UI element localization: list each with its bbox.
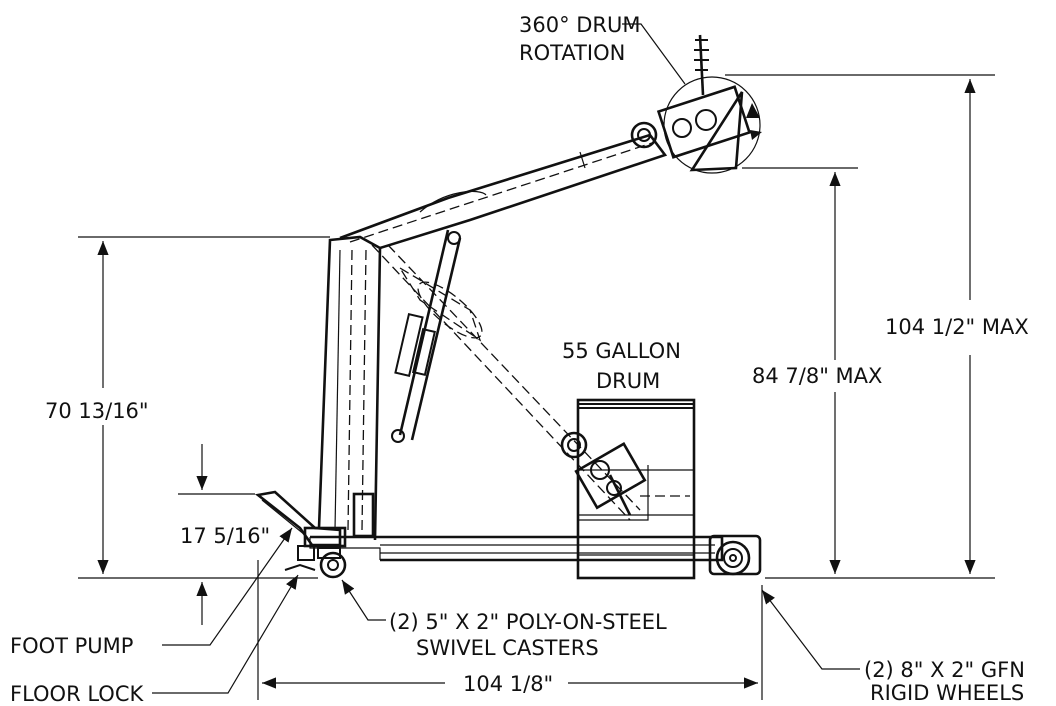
drum-rotation-leader	[622, 23, 686, 85]
support-strut	[371, 244, 641, 521]
drum-lift-height-label: 84 7/8" MAX	[752, 364, 882, 388]
foot-pump-pedal	[254, 490, 347, 571]
rotation-circle	[663, 76, 761, 174]
overall-length-label: 104 1/8"	[463, 672, 553, 696]
drum-handler-machine	[254, 34, 762, 580]
mast	[317, 235, 382, 541]
upper-clamp-head	[630, 34, 762, 174]
drum-lift-height-dimension	[742, 167, 858, 574]
casters-label-line1: (2) 5" X 2" POLY-ON-STEEL	[389, 610, 667, 634]
overall-height-dimension	[725, 74, 995, 579]
pedal-height-label: 17 5/16"	[180, 524, 270, 548]
floor-lock-leader	[152, 574, 299, 694]
drum-label-line2: DRUM	[596, 369, 660, 393]
callouts: 360° DRUM ROTATION 55 GALLON DRUM FOOT P…	[10, 13, 1025, 706]
mast-height-dimension	[78, 236, 330, 579]
foot-pump-label: FOOT PUMP	[10, 634, 133, 658]
casters-label-line2: SWIVEL CASTERS	[416, 636, 599, 660]
drum-at-floor	[576, 398, 696, 580]
rotation-arrow-head-top	[746, 103, 760, 118]
floor-lock-label: FLOOR LOCK	[10, 682, 144, 706]
mast-height-label: 70 13/16"	[45, 399, 149, 423]
drum-rotation-label-line2: ROTATION	[519, 41, 625, 65]
casters-leader	[341, 579, 386, 621]
swivel-caster	[317, 547, 347, 579]
rotation-arrow-head-bottom	[750, 130, 762, 140]
hydraulic-cylinder	[391, 229, 462, 443]
drum-label-line1: 55 GALLON	[562, 339, 681, 363]
rigid-wheel	[708, 534, 762, 576]
wheels-label-line1: (2) 8" X 2" GFN	[864, 658, 1025, 682]
wheels-label-line2: RIGID WHEELS	[870, 681, 1024, 705]
overall-height-label: 104 1/2" MAX	[885, 315, 1029, 339]
dimension-lines: 104 1/2" MAX 84 7/8" MAX 70 13/16" 17 5/…	[45, 74, 1029, 700]
drum-rotation-label-line1: 360° DRUM	[519, 13, 641, 37]
foot-pump-leader	[162, 527, 293, 646]
base-frame	[309, 535, 724, 562]
lower-clamp-head	[560, 431, 647, 516]
boom	[339, 133, 668, 250]
wheels-leader	[761, 589, 860, 670]
pedal-height-dimension	[178, 444, 255, 625]
